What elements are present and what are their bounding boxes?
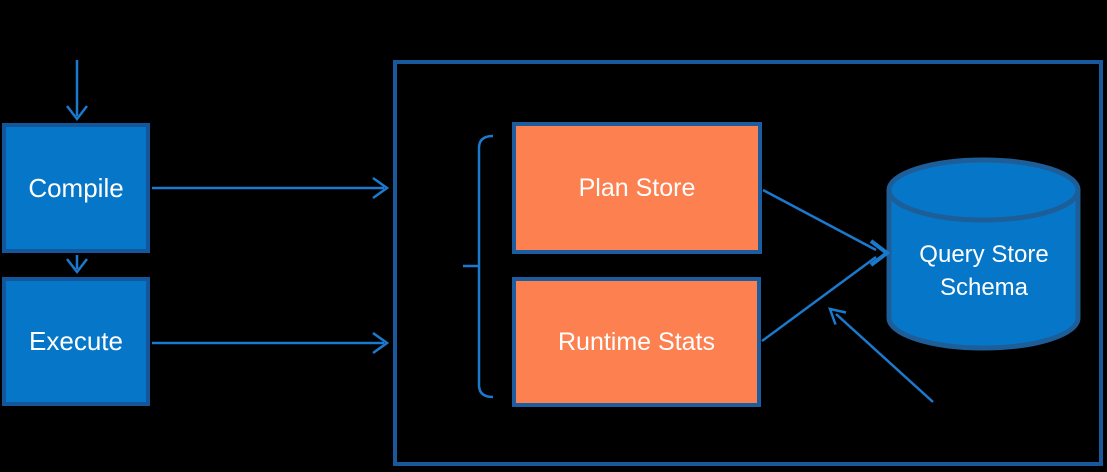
plan-store-node: Plan Store (512, 122, 762, 254)
database-cylinder-icon (886, 157, 1081, 351)
runtime-stats-label: Runtime Stats (557, 327, 715, 356)
compile-node: Compile (2, 123, 150, 253)
arrow-execute-to-container (152, 331, 390, 355)
query-store-schema-node: Query Store Schema (884, 153, 1084, 363)
query-store-schema-line1: Query Store (919, 241, 1049, 268)
compile-label: Compile (28, 172, 124, 203)
runtime-stats-node: Runtime Stats (512, 277, 761, 407)
query-store-container-box (393, 60, 1103, 466)
arrow-into-compile (66, 60, 88, 122)
execute-node: Execute (2, 277, 150, 406)
arrow-compile-to-container (152, 176, 390, 200)
query-store-schema-line2: Schema (939, 274, 1029, 301)
execute-label: Execute (29, 326, 123, 356)
plan-store-label: Plan Store (578, 173, 696, 202)
arrow-compile-to-execute (66, 255, 88, 275)
query-store-schema-label: Query Store Schema (884, 238, 1084, 304)
